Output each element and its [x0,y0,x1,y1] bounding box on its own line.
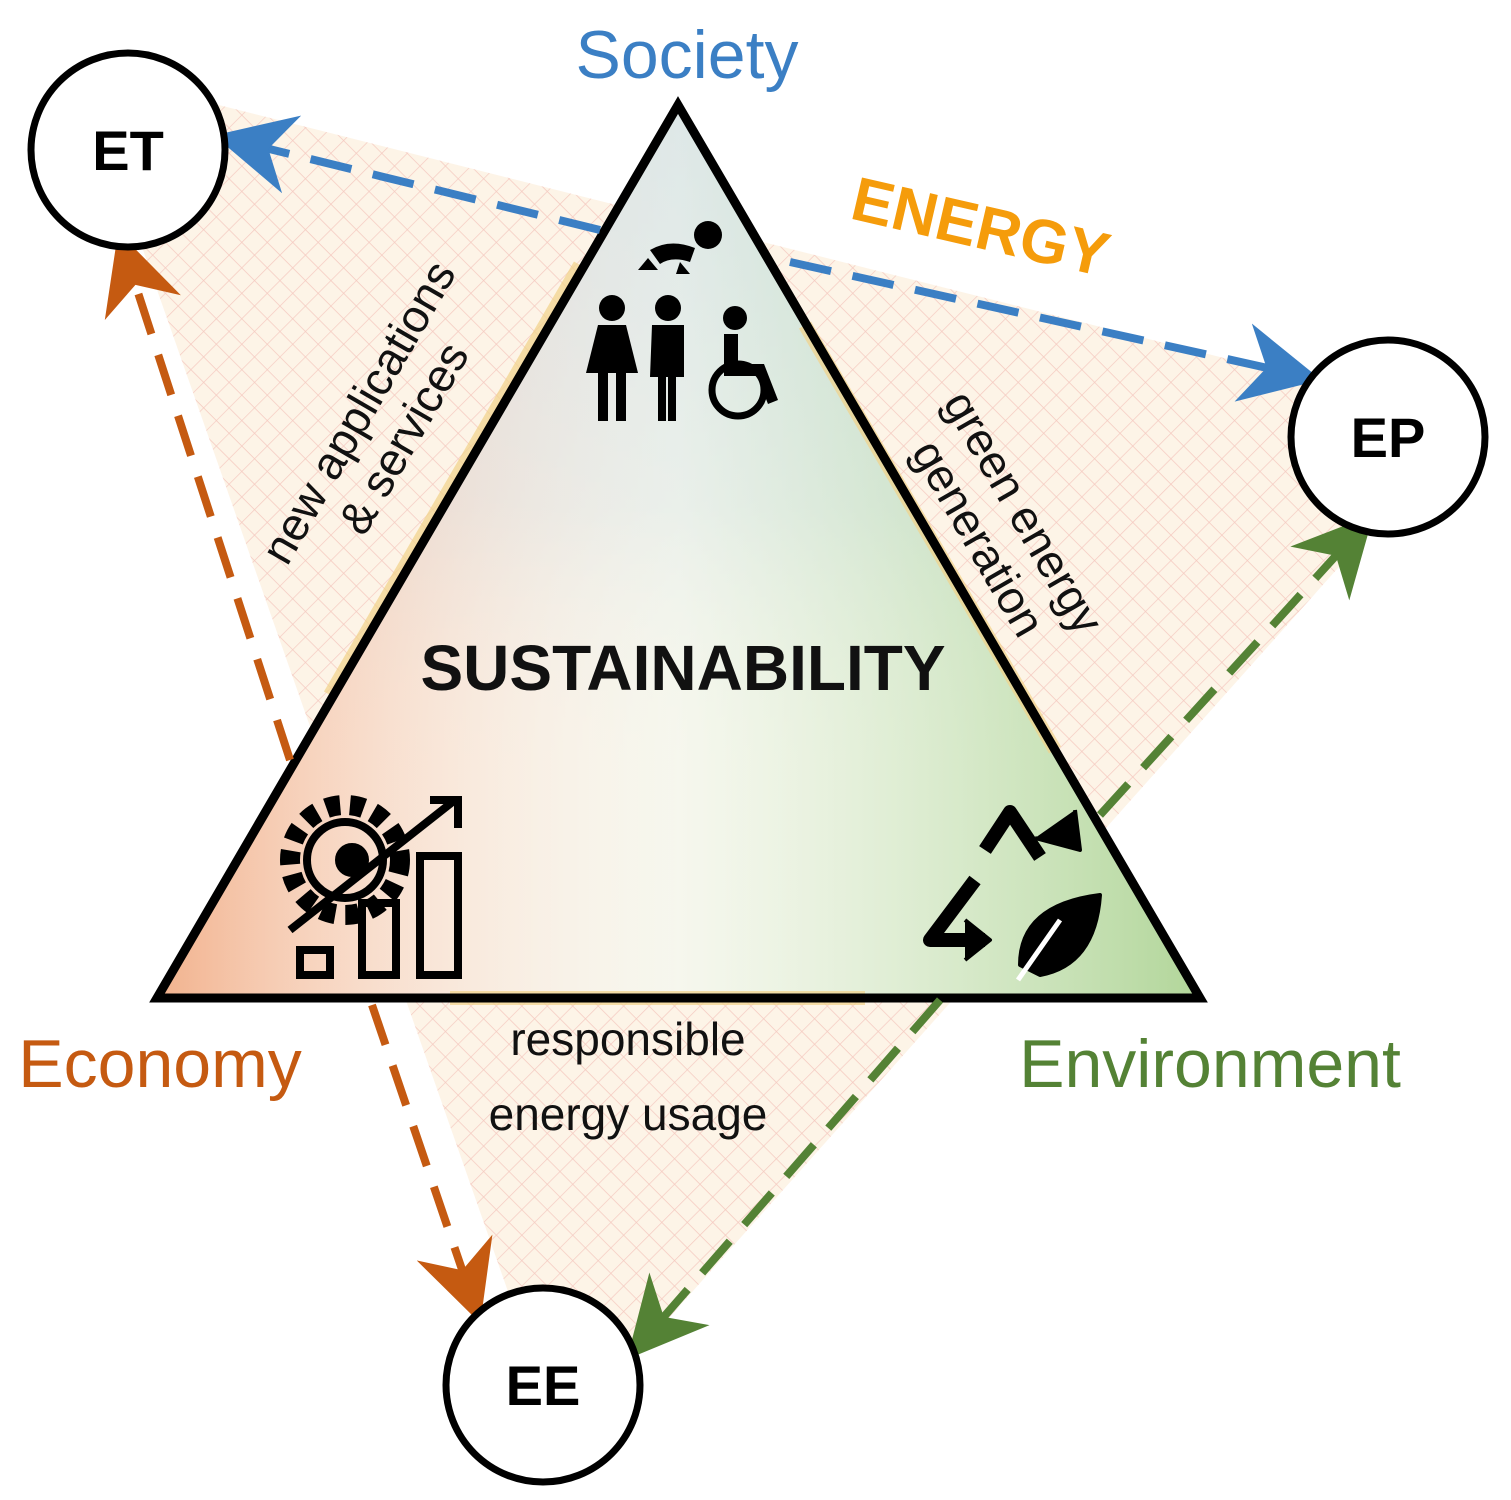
node-ep-label: EP [1351,406,1426,469]
bottom-edge-line1: responsible [510,1013,745,1065]
center-title: SUSTAINABILITY [420,632,945,704]
recycle-leaf-icon [923,805,1102,982]
environment-label: Environment [1019,1026,1401,1102]
environment-arrows [626,514,1374,1360]
node-et-label: ET [92,119,164,182]
bottom-edge-line2: energy usage [489,1088,768,1140]
economy-label: Economy [18,1026,301,1102]
energy-label: ENERGY [845,164,1116,290]
sustainability-triangle [149,96,1208,1005]
society-arrows [213,115,1322,402]
node-et: ET [27,49,229,251]
people-icon [586,221,778,421]
node-ep: EP [1287,336,1489,538]
node-ee: EE [442,1284,644,1486]
node-ee-label: EE [506,1354,581,1417]
society-label: Society [576,17,799,93]
growth-gear-icon [280,795,462,979]
economy-arrows [104,231,493,1324]
